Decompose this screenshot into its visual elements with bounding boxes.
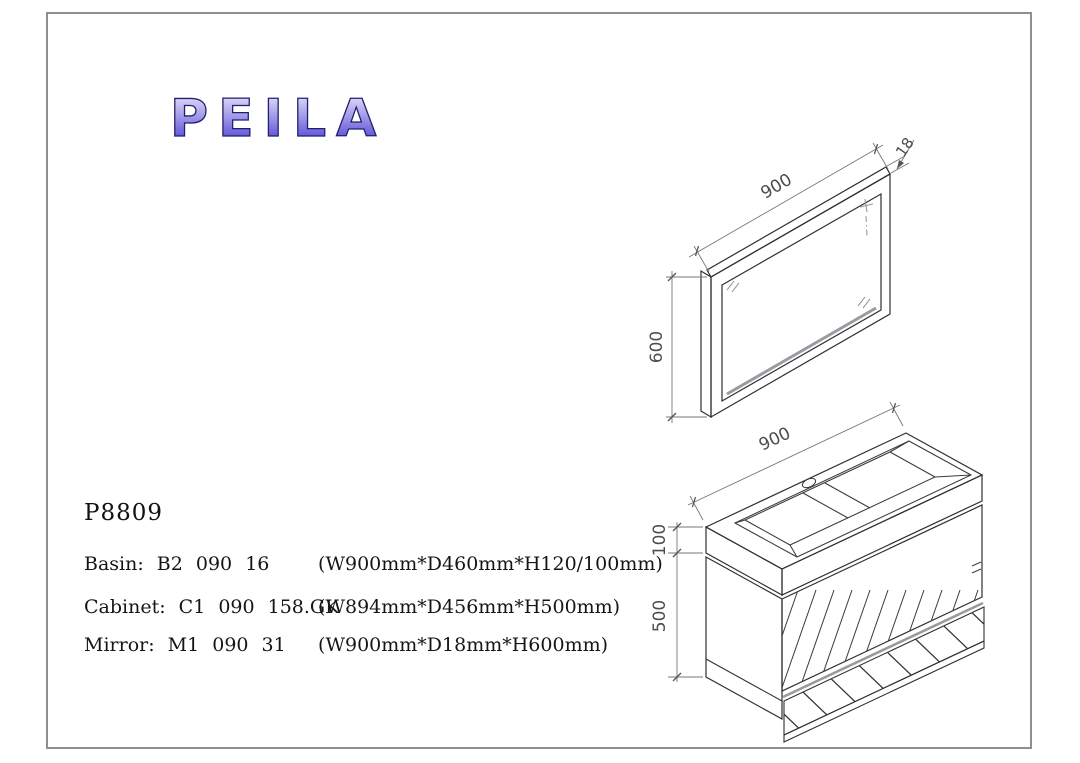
- spec-dimensions-mirror: (W900mm*D18mm*H600mm): [318, 634, 609, 656]
- cabinet: [705, 504, 983, 721]
- mirror-drawing: 900 18 600: [647, 134, 918, 423]
- spec-name-mirror: Mirror: M1 090 31: [84, 634, 286, 656]
- spec-dimensions-cabinet: (W894mm*D456mm*H500mm): [318, 596, 621, 618]
- mirror-glass-marks: [726, 280, 871, 309]
- vanity-height-dimensions: [668, 522, 703, 682]
- spec-row-basin: Basin: B2 090 16 (W900mm*D460mm*H120/100…: [84, 553, 663, 575]
- cabinet-left-face: [705, 555, 783, 721]
- drawer-gap-notch: [971, 561, 982, 574]
- product-code: P8809: [84, 500, 164, 526]
- mirror-thickness-arrow: [897, 160, 904, 169]
- cabinet-shelf: [783, 606, 985, 743]
- logo-text: PEILA: [170, 89, 386, 149]
- basin: [704, 432, 984, 597]
- mirror-thickness-dimension-label: 18: [892, 134, 918, 160]
- mirror-height-dimension-label: 600: [647, 331, 667, 363]
- shelf-shadow-line: [782, 601, 984, 699]
- sheet-border: [46, 12, 1032, 749]
- mirror-glass-shadow: [726, 306, 877, 396]
- peila-logo: PEILA: [169, 88, 386, 149]
- spec-dimensions-basin: (W900mm*D460mm*H120/100mm): [318, 553, 663, 575]
- shelf-hatching: [784, 607, 984, 735]
- mirror-height-dimension: [666, 271, 707, 423]
- mirror-frame: [700, 166, 891, 419]
- spec-row-cabinet: Cabinet: C1 090 158.GK (W894mm*D456mm*H5…: [84, 596, 644, 618]
- shelf-front-lip: [783, 640, 985, 743]
- spec-name-cabinet: Cabinet: C1 090 158.GK: [84, 596, 340, 618]
- faucet-hole: [801, 477, 817, 489]
- vanity-drawing: 900 100 500: [650, 401, 985, 743]
- vanity-width-dimension: [687, 401, 904, 521]
- spec-name-basin: Basin: B2 090 16: [84, 553, 270, 575]
- mirror-width-dimension: [688, 142, 889, 273]
- mirror-glass: [721, 192, 882, 403]
- spec-row-mirror: Mirror: M1 090 31 (W900mm*D18mm*H600mm): [84, 634, 644, 656]
- mirror-center-mark: [859, 198, 874, 238]
- cabinet-drawer-front: [781, 504, 983, 692]
- basin-height-dimension-label: 100: [650, 524, 670, 556]
- drawer-texture-hatching: [782, 589, 982, 691]
- basin-bowl: [733, 440, 973, 558]
- vanity-width-dimension-label: 900: [756, 424, 794, 456]
- cabinet-height-dimension-label: 500: [650, 600, 670, 632]
